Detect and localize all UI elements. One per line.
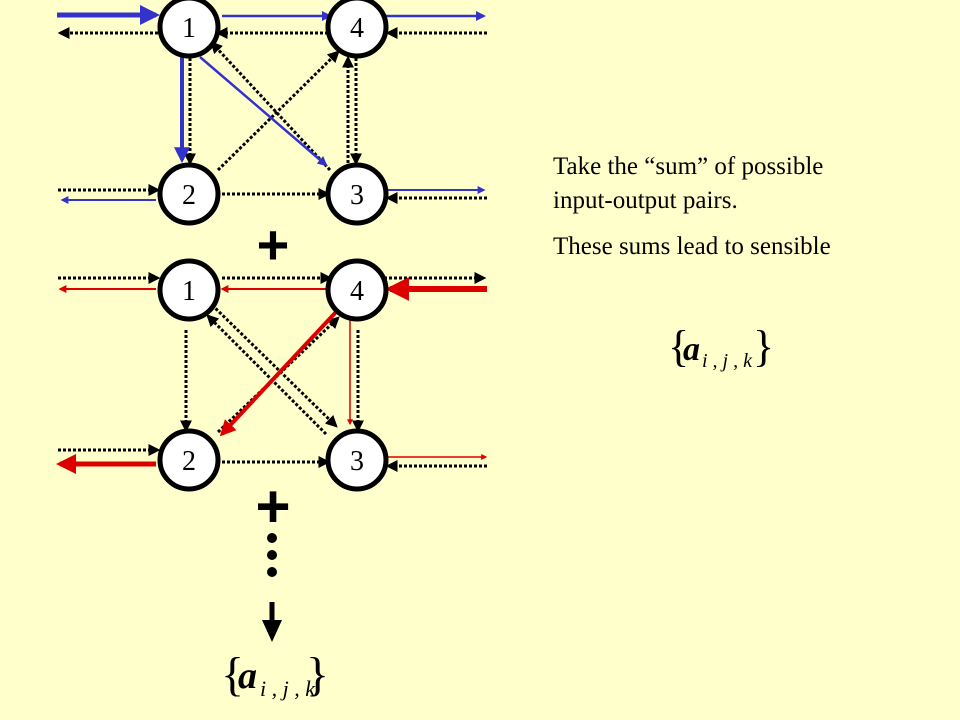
ellipsis-dot-2 [267,550,277,560]
bottom-dotted-edges [58,272,487,472]
bottom-red-4-to-2 [219,310,338,437]
result-subscript: i , j , k [260,676,316,701]
result-down-arrow [262,602,282,642]
paragraph-sensible: These sums lead to sensible [553,233,831,260]
top-node-4: 4 [325,0,389,59]
top-node-3-label: 3 [350,180,364,211]
bottom-node-2: 2 [157,428,221,492]
bottom-node-4: 4 [325,258,389,322]
bottom-node-1-label: 1 [182,276,196,307]
bottom-dotted-1-to-3 [210,303,338,428]
explanation-text: Take the “sum” of possible input-output … [553,150,843,276]
plus-sign-1: + [257,213,290,276]
bottom-diagram: 1 4 2 3 [56,258,488,492]
top-diagram: 1 4 2 3 [57,0,487,226]
result-symbol: { a i , j , k } [221,648,329,701]
top-node-2: 2 [157,162,221,226]
bottom-node-3-label: 3 [350,446,364,477]
inline-brace-close: } [753,323,774,371]
inline-symbol: { a i , j , k } [668,323,774,372]
top-node-4-label: 4 [350,13,364,44]
bottom-node-3: 3 [325,428,389,492]
inline-brace-open: { [668,323,689,371]
top-blue-1-to-3 [199,56,328,167]
top-node-1: 1 [157,0,221,59]
top-node-1-label: 1 [182,13,196,44]
inline-base: a [683,331,700,368]
top-dotted-2-to-4 [216,50,340,172]
result-base: a [238,655,257,697]
ellipsis-dot-1 [267,533,277,543]
top-dotted-3-to-1 [210,41,332,172]
paragraph-sum: Take the “sum” of possible input-output … [553,153,824,214]
bottom-dotted-3-to-1 [206,314,328,436]
vertical-ellipsis [267,533,277,577]
top-blue-edges [57,5,486,204]
bottom-node-4-label: 4 [350,276,364,307]
bottom-node-2-label: 2 [182,446,196,477]
top-node-3: 3 [325,162,389,226]
top-node-2-label: 2 [182,180,196,211]
top-dotted-edges [57,27,487,204]
result-brace-close: } [306,648,329,701]
ellipsis-dot-3 [267,567,277,577]
inline-subscript: i , j , k [702,350,753,372]
plus-sign-2: + [255,473,290,540]
bottom-node-1: 1 [157,258,221,322]
result-brace-open: { [221,648,244,701]
bottom-red-edges [56,277,488,474]
